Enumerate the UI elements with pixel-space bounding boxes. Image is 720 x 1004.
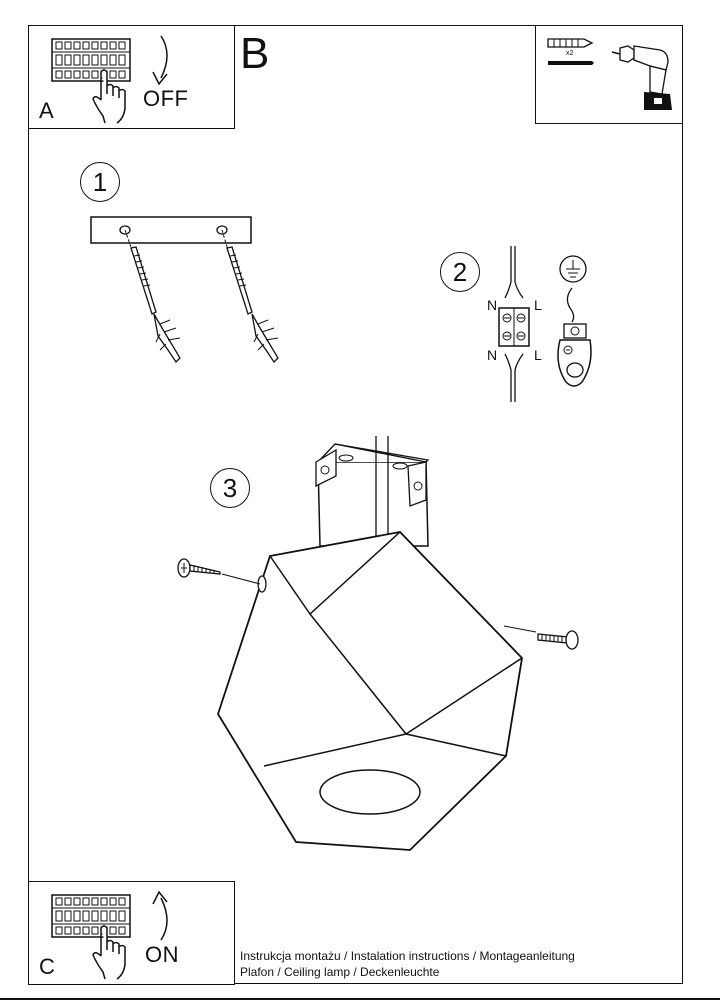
screw-icon	[226, 246, 253, 315]
neutral-label-top: N	[487, 297, 498, 313]
step-c-letter: C	[39, 954, 55, 979]
screw-icon	[130, 246, 157, 315]
circuit-breaker-icon	[51, 38, 131, 82]
panel-switch-off: OFF A	[28, 25, 235, 129]
footer-product-name: Plafon / Ceiling lamp / Deckenleuchte	[240, 965, 440, 979]
quantity-label: x2	[566, 50, 574, 57]
footer-instructions-title: Instrukcja montażu / Instalation instruc…	[240, 949, 575, 963]
neutral-label-bottom: N	[487, 347, 498, 363]
switch-on-label: ON	[145, 942, 179, 967]
arrow-up-icon	[152, 890, 168, 941]
hand-icon	[92, 925, 126, 980]
page-frame	[28, 25, 683, 984]
live-label-bottom: L	[534, 347, 542, 363]
terminal-block-icon	[498, 246, 530, 402]
screw-icon	[177, 558, 221, 578]
hand-icon	[92, 69, 126, 124]
ground-terminal-icon	[557, 287, 592, 387]
step-1-number: 1	[80, 162, 120, 202]
panel-tools: x2	[535, 25, 683, 124]
screw-icon	[537, 630, 579, 650]
step-a-letter: A	[39, 98, 54, 123]
mounting-bracket-illustration	[90, 216, 253, 364]
wall-plug-icon	[251, 313, 279, 364]
panel-switch-on: ON C	[28, 881, 235, 985]
step-3-number: 3	[210, 468, 250, 508]
live-label-top: L	[534, 297, 542, 313]
step-2-number: 2	[440, 252, 480, 292]
bottom-rule	[0, 998, 720, 1000]
screw-icon	[548, 61, 594, 65]
drill-icon	[611, 45, 672, 110]
arrow-down-icon	[152, 35, 168, 86]
ground-symbol-icon	[559, 255, 587, 283]
wall-plug-icon	[153, 313, 181, 364]
ceiling-lamp-illustration	[217, 436, 537, 851]
section-letter: B	[240, 29, 270, 78]
wall-plug-icon	[547, 38, 594, 48]
switch-off-label: OFF	[143, 86, 189, 111]
